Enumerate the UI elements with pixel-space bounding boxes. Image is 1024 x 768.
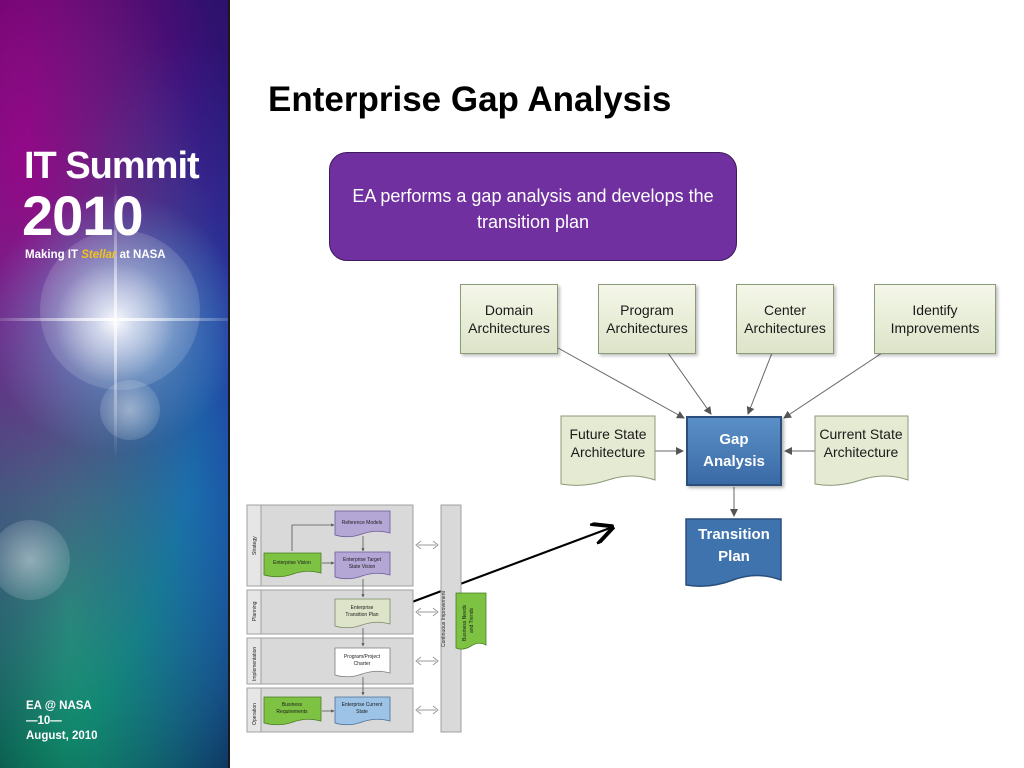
summit-banner xyxy=(0,0,230,768)
lane-label-implementation: Implementation xyxy=(252,647,258,681)
enterprise-vision-text: Enterprise Vision xyxy=(273,560,311,566)
callout-box: EA performs a gap analysis and develops … xyxy=(329,152,737,261)
current-state-doc-shape xyxy=(814,415,909,486)
lane-header-strategy xyxy=(246,504,262,587)
business-requirements-text-1: Business xyxy=(282,702,303,708)
logo-title: IT Summit xyxy=(24,145,200,187)
business-needs-node xyxy=(455,592,487,650)
enterprise-vision-node xyxy=(263,552,322,578)
double-arrow-strategy xyxy=(415,540,439,550)
lane-header-planning xyxy=(246,589,262,635)
arrow-process-to-diagram xyxy=(395,528,610,610)
transition-plan-node xyxy=(334,598,391,629)
current-state-node xyxy=(334,696,391,726)
process-diagram: Strategy Planning Implementation Operati… xyxy=(246,504,487,733)
business-requirements-text-2: Requirements xyxy=(276,709,308,715)
current-state-text-1: Enterprise Current xyxy=(342,702,383,708)
transition-line1: Transition xyxy=(698,526,770,543)
double-arrow-planning xyxy=(415,607,439,617)
arrow-center-to-gap xyxy=(746,352,773,415)
center-line1: Center xyxy=(763,302,806,318)
arrow-program-to-gap xyxy=(667,352,712,415)
charter-text-2: Charter xyxy=(354,661,371,667)
logo-tagline: Making IT Stellar at NASA xyxy=(25,248,166,262)
footer-org: EA @ NASA xyxy=(26,700,92,712)
glow-orb-left xyxy=(0,520,70,600)
future-line2: Architecture xyxy=(570,444,646,460)
footer-page-number: —10— xyxy=(26,715,62,727)
mini-arrow-vision-to-models xyxy=(291,523,335,551)
tagline-prefix: Making IT xyxy=(25,249,82,261)
charter-text-1: Program/Project xyxy=(344,654,381,660)
target-state-node xyxy=(334,551,391,580)
banner-divider xyxy=(228,0,230,768)
lane-header-implementation xyxy=(246,637,262,685)
program-line2: Architectures xyxy=(606,320,688,336)
transition-plan-text-2: Transition Plan xyxy=(345,612,378,618)
glow-orb-small xyxy=(100,380,160,440)
current-line1: Current State xyxy=(819,426,903,442)
reference-models-text: Reference Models xyxy=(342,520,383,526)
target-state-text-2: State Vision xyxy=(349,564,376,570)
future-state-doc-shape xyxy=(560,415,656,486)
gap-line2: Analysis xyxy=(703,453,765,470)
gap-line1: Gap xyxy=(719,431,749,448)
improvements-line1: Identify xyxy=(912,302,958,318)
lens-flare-vertical xyxy=(114,180,117,460)
continuous-improvement-label: Continuous Improvement xyxy=(441,591,447,647)
lane-label-strategy: Strategy xyxy=(252,536,258,555)
footer-date: August, 2010 xyxy=(26,730,98,742)
program-line1: Program xyxy=(620,302,674,318)
improvements-line2: Improvements xyxy=(890,320,980,336)
charter-node xyxy=(334,647,391,678)
business-requirements-node xyxy=(263,696,322,726)
slide-title: Enterprise Gap Analysis xyxy=(268,80,672,119)
lane-header-operation xyxy=(246,687,262,733)
target-state-text-1: Enterprise Target xyxy=(343,557,382,563)
domain-line2: Architectures xyxy=(468,320,550,336)
transition-plan-doc-shape xyxy=(685,518,782,587)
transition-plan-text-1: Enterprise xyxy=(351,605,374,611)
transition-line2: Plan xyxy=(718,548,750,565)
business-needs-text-1: Business Needs xyxy=(462,604,468,641)
center-line2: Architectures xyxy=(744,320,826,336)
future-line1: Future State xyxy=(569,426,647,442)
arrow-improvements-to-gap xyxy=(783,352,883,419)
lane-label-planning: Planning xyxy=(252,601,258,621)
double-arrow-operation xyxy=(415,705,439,715)
reference-models-node xyxy=(334,510,391,538)
domain-line1: Domain xyxy=(484,302,534,318)
arrow-domain-to-gap xyxy=(557,347,685,419)
tagline-suffix: at NASA xyxy=(116,249,166,261)
tagline-stellar: Stellar xyxy=(81,249,117,261)
lane-label-operation: Operation xyxy=(252,703,258,725)
glow-orb xyxy=(40,230,200,390)
current-state-text-2: State xyxy=(356,709,368,715)
logo-year: 2010 xyxy=(22,184,144,247)
business-needs-text-2: and Trends xyxy=(469,607,475,633)
double-arrow-implementation xyxy=(415,656,439,666)
current-line2: Architecture xyxy=(823,444,899,460)
